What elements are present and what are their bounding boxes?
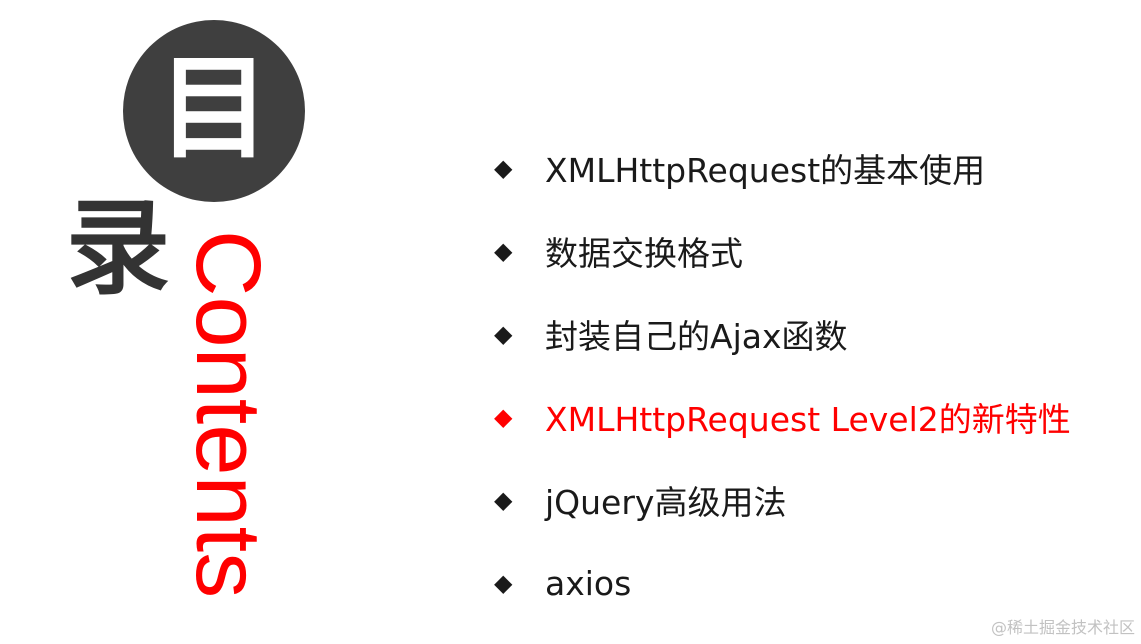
diamond-bullet-icon: ◆ <box>494 569 513 597</box>
toc-item-label: jQuery高级用法 <box>545 483 787 522</box>
diamond-bullet-icon: ◆ <box>494 154 513 182</box>
toc-item-label: XMLHttpRequest的基本使用 <box>545 151 986 190</box>
toc-item-label: 封装自己的Ajax函数 <box>545 317 848 356</box>
toc-list: ◆ XMLHttpRequest的基本使用 ◆ 数据交换格式 ◆ 封装自己的Aj… <box>494 140 1071 638</box>
toc-item: ◆ 数据交换格式 <box>494 223 1071 279</box>
diamond-bullet-icon: ◆ <box>494 237 513 265</box>
toc-item-active: ◆ XMLHttpRequest Level2的新特性 <box>494 389 1071 445</box>
title-circle: 目 <box>123 20 305 202</box>
toc-item: ◆ 封装自己的Ajax函数 <box>494 306 1071 362</box>
toc-item: ◆ axios <box>494 555 1071 611</box>
toc-item-label: XMLHttpRequest Level2的新特性 <box>545 400 1071 439</box>
title-char-lu: 录 <box>66 187 171 309</box>
toc-item-label: 数据交换格式 <box>545 234 743 273</box>
toc-item: ◆ jQuery高级用法 <box>494 472 1071 528</box>
toc-item-label: axios <box>545 563 632 603</box>
diamond-bullet-icon: ◆ <box>494 320 513 348</box>
diamond-bullet-icon: ◆ <box>494 403 513 431</box>
diamond-bullet-icon: ◆ <box>494 486 513 514</box>
contents-vertical-label: Contents <box>177 230 279 599</box>
watermark: @稀土掘金技术社区 <box>990 618 1135 637</box>
toc-item: ◆ XMLHttpRequest的基本使用 <box>494 140 1071 196</box>
title-char-mu: 目 <box>158 44 270 174</box>
